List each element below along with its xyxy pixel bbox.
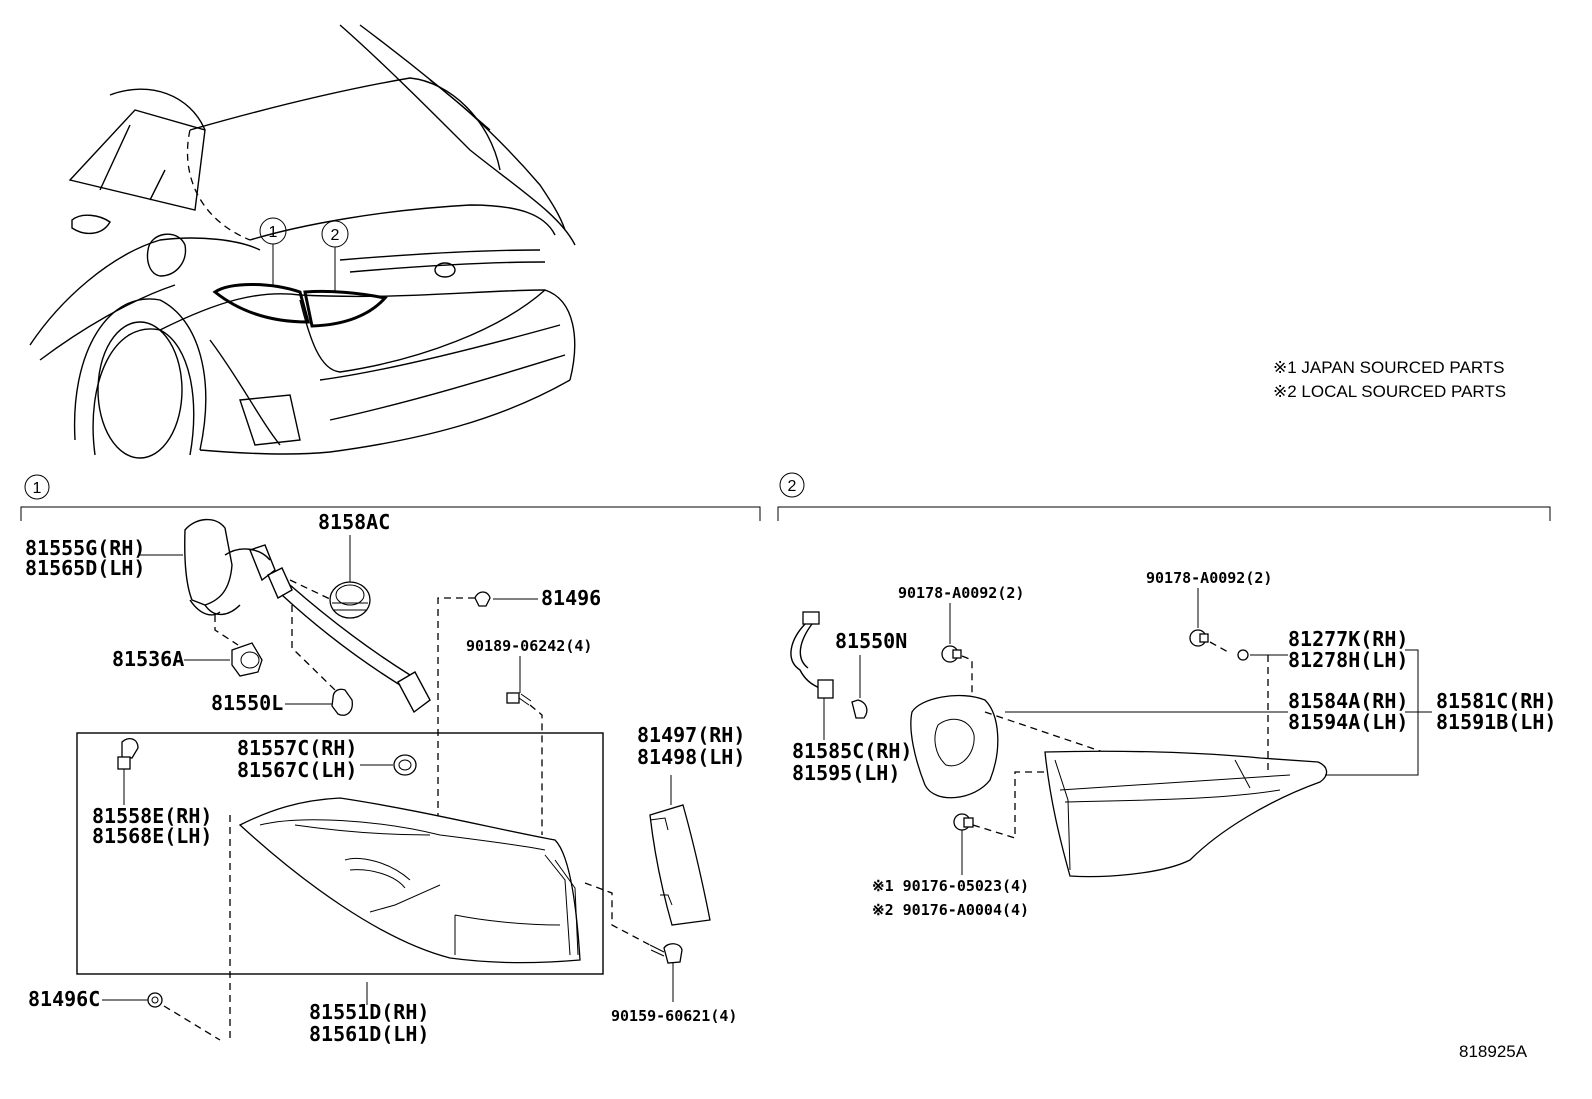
rear-combination-lamp [238,797,581,964]
label-81558E-rh: 81558E(RH) [92,804,212,828]
side-socket [117,737,139,770]
label-81567C-lh: 81567C(LH) [237,758,357,782]
bulb-81550L [331,688,353,716]
screw-90189 [506,692,532,706]
svg-text:2: 2 [331,227,340,244]
label-81536A: 81536A [112,647,184,671]
svg-text:1: 1 [33,480,42,497]
svg-text:1: 1 [269,224,278,241]
bulb-socket-81557C [393,754,417,776]
lamp-assembly-box [76,732,604,975]
label-90178-A0092-left: 90178-A0092(2) [898,584,1024,602]
label-81561D-lh: 81561D(LH) [309,1022,429,1046]
label-81550L: 81550L [211,691,283,715]
label-81584A-rh: 81584A(RH) [1288,689,1408,713]
socket-81536A [231,642,263,677]
clip-81496 [474,591,491,607]
lens-clip [1237,649,1249,661]
label-81555G-rh: 81555G(RH) [25,536,145,560]
label-81591B-lh: 81591B(LH) [1436,710,1556,734]
label-8158AC: 8158AC [318,510,390,534]
label-90176-05023: ※1 90176-05023(4) [872,877,1029,895]
section-1-bracket [20,506,761,521]
label-81496C: 81496C [28,987,100,1011]
label-81278H-lh: 81278H(LH) [1288,648,1408,672]
section-1-marker: 1 [24,474,50,500]
note-local-sourced: ※2 LOCAL SOURCED PARTS [1273,382,1506,401]
nut-left [941,645,962,663]
label-81595-lh: 81595(LH) [792,761,900,785]
label-81565D-lh: 81565D(LH) [25,556,145,580]
bulb-81550N [851,699,868,719]
overview-callout-1: 1 [259,217,287,287]
label-81551D-rh: 81551D(RH) [309,1000,429,1024]
gasket [910,694,999,799]
label-90159-60621: 90159-60621(4) [611,1007,737,1025]
label-90189-06242: 90189-06242(4) [466,637,592,655]
label-81550N: 81550N [835,629,907,653]
rear-lamp-harness [184,518,431,714]
inner-lamp-harness [790,611,834,699]
section-2-bracket [777,506,1551,521]
bolt-90159 [649,943,683,964]
label-81568E-lh: 81568E(LH) [92,824,212,848]
car-rear-illustration [29,24,576,459]
overview-callout-2: 2 [321,220,349,291]
side-reflector [649,804,711,926]
label-81585C-rh: 81585C(RH) [792,739,912,763]
note-japan-sourced: ※1 JAPAN SOURCED PARTS [1273,358,1505,377]
label-81498-lh: 81498(LH) [637,745,745,769]
label-90176-A0004: ※2 90176-A0004(4) [872,901,1029,919]
inner-combination-lamp [1044,750,1328,878]
svg-text:2: 2 [788,478,797,495]
diagram-reference-code: 818925A [1459,1042,1528,1061]
label-81277K-rh: 81277K(RH) [1288,627,1408,651]
label-81496: 81496 [541,586,601,610]
label-81581C-rh: 81581C(RH) [1436,689,1556,713]
nut-right [1189,629,1209,647]
label-81594A-lh: 81594A(LH) [1288,710,1408,734]
label-90178-A0092-right: 90178-A0092(2) [1146,569,1272,587]
label-81497-rh: 81497(RH) [637,723,745,747]
grommet [953,813,974,831]
section-2-marker: 2 [779,472,805,498]
socket-cap [329,581,371,619]
label-81557C-rh: 81557C(RH) [237,736,357,760]
clip-81496C [147,992,163,1008]
